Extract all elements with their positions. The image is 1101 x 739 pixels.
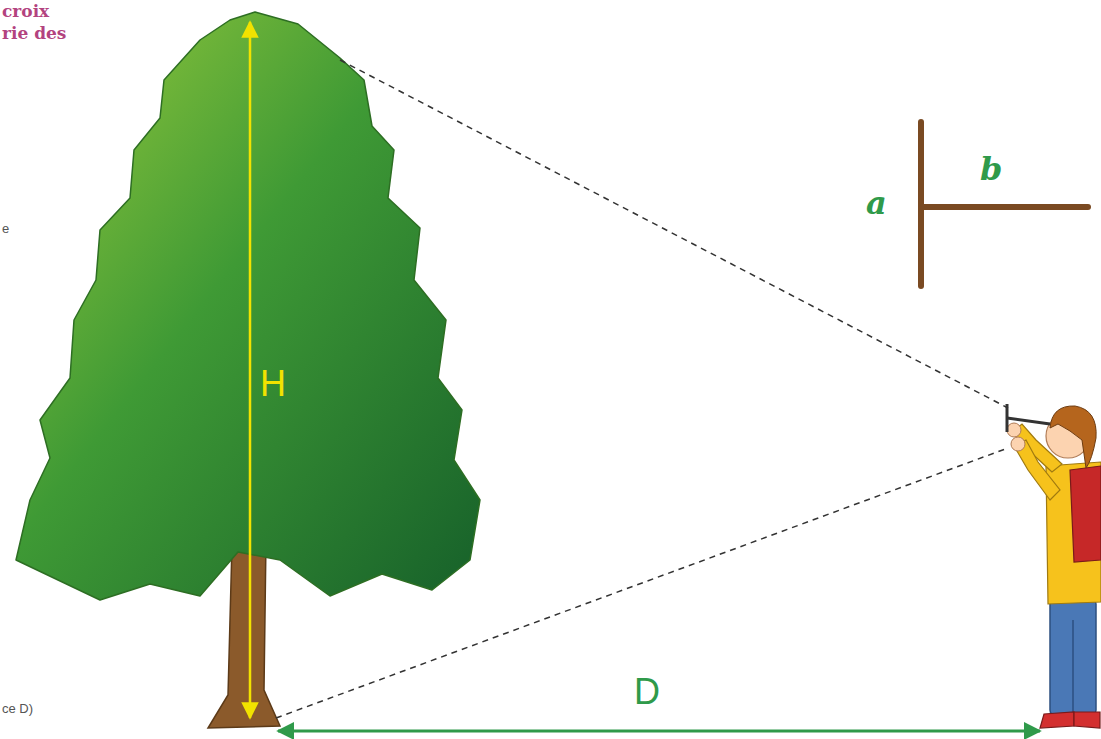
tree-crown (16, 12, 480, 600)
height-arrow (249, 22, 252, 718)
sight-line-base (276, 448, 1008, 718)
sight-line-top (340, 60, 1008, 408)
distance-arrow (278, 730, 1040, 733)
text-fragment: e (2, 222, 9, 236)
height-label: H (260, 364, 286, 404)
dimension-label: a (866, 186, 887, 221)
distance-label: D (634, 672, 660, 712)
person (1007, 404, 1101, 728)
cross-staff-b (923, 204, 1088, 210)
text-fragment: ce D) (2, 702, 33, 716)
heading-fragment: rie des (2, 24, 66, 43)
heading-fragment: croix (2, 2, 49, 21)
dimension-label: b (980, 152, 1002, 187)
